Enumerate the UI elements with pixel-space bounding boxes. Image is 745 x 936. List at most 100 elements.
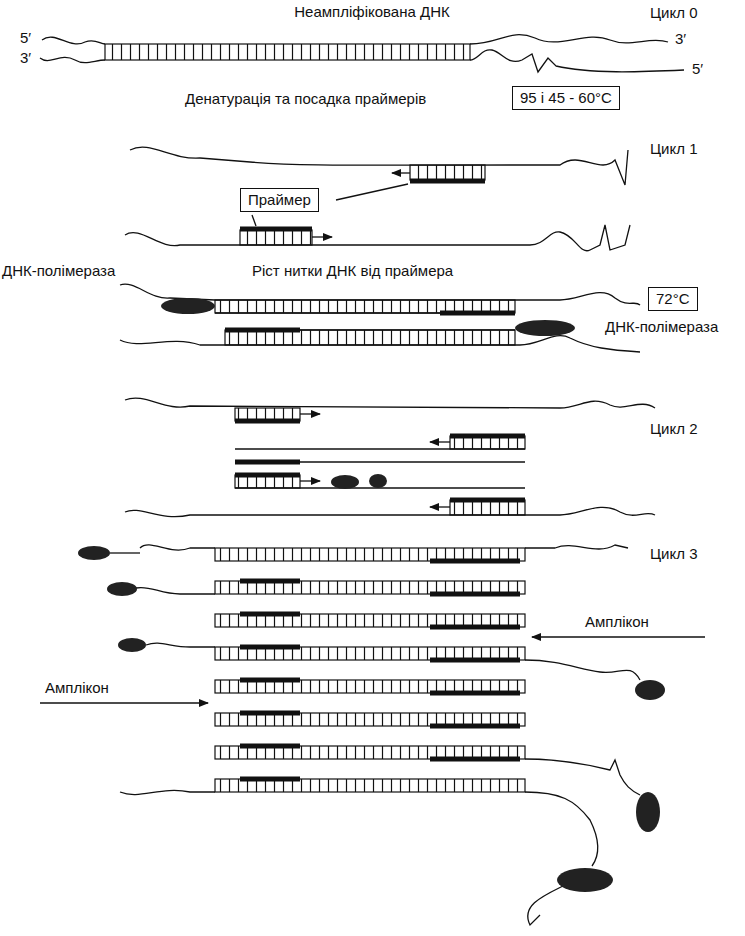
polymerase-blob <box>635 680 665 700</box>
dna-strand <box>528 885 565 925</box>
dna-duplex <box>235 408 300 421</box>
strand-end: 3′ <box>675 30 686 48</box>
dna-strand <box>125 398 655 408</box>
primer-bar <box>430 625 520 630</box>
dna-strand <box>130 147 628 185</box>
leader-line <box>252 215 256 226</box>
dna-duplex <box>215 548 525 561</box>
dna-duplex <box>215 746 525 759</box>
extension-arrow <box>430 506 450 507</box>
polymerase-blob <box>118 638 146 652</box>
text: Цикл 0 <box>650 4 697 21</box>
polymerase-blob <box>161 298 215 314</box>
dna-duplex <box>450 500 525 515</box>
dna-strand <box>470 50 684 72</box>
enzyme-label: ДНК-полімераза <box>605 318 718 336</box>
primer-box: Праймер <box>240 188 319 212</box>
polymerase-blob <box>107 582 137 596</box>
enzyme-label: ДНК-полімераза <box>2 262 115 280</box>
primer-bar <box>430 691 520 696</box>
dna-duplex <box>235 475 300 488</box>
dna-strand <box>525 792 598 866</box>
primer-bar <box>240 744 300 749</box>
dna-duplex <box>215 779 525 792</box>
text: Неампліфікована ДНК <box>294 3 449 20</box>
dna-strand <box>110 552 140 553</box>
strand-end: 3′ <box>20 49 31 67</box>
extension-arrow <box>392 172 410 173</box>
primer-bar <box>410 179 485 184</box>
text: Амплікон <box>45 679 109 696</box>
text: Амплікон <box>585 613 649 630</box>
dna-duplex <box>215 300 515 313</box>
dna-duplex <box>225 330 515 345</box>
text: 5′ <box>20 29 31 46</box>
primer-bar <box>430 658 520 663</box>
extension-arrow <box>430 441 450 442</box>
primer-bar <box>450 498 525 503</box>
primer-bar <box>240 678 300 683</box>
primer-bar <box>430 724 520 729</box>
dna-duplex <box>215 680 525 693</box>
polymerase-blob <box>331 475 359 489</box>
strand-end: 5′ <box>692 60 703 78</box>
polymerase-blob <box>78 546 110 560</box>
polymerase-blob <box>557 868 613 892</box>
extension-arrow <box>300 480 320 481</box>
dna-strand <box>42 37 105 44</box>
primer-bar <box>240 612 300 617</box>
dna-strand <box>140 545 215 550</box>
polymerase-blob <box>636 792 660 832</box>
amplicon-label: Амплікон <box>585 613 649 631</box>
text: Праймер <box>248 191 311 208</box>
extension-arrow <box>300 413 320 414</box>
dna-strand <box>525 759 640 795</box>
primer-bar <box>430 592 520 597</box>
dna-duplex <box>215 713 525 726</box>
extension-arrow <box>312 236 332 237</box>
dna-duplex <box>410 165 485 180</box>
dna-strand <box>125 507 655 516</box>
cycle-label: Цикл 1 <box>650 140 697 158</box>
text: Цикл 1 <box>650 140 697 157</box>
text: 3′ <box>675 30 686 47</box>
dna-strand <box>470 35 668 44</box>
temperature-box: 95 і 45 - 60°C <box>512 86 620 110</box>
cycle-label: Цикл 3 <box>650 545 697 563</box>
amplicon-arrow <box>40 637 705 703</box>
amplicon-arrow <box>40 702 208 703</box>
text: 95 і 45 - 60°C <box>520 89 612 106</box>
dna-strand <box>525 660 640 680</box>
polymerase-blob <box>78 298 665 892</box>
text: ДНК-полімераза <box>2 262 115 279</box>
text: Ріст нитки ДНК від праймера <box>252 262 453 279</box>
strand-end: 5′ <box>20 29 31 47</box>
primer-bar <box>240 711 300 716</box>
dna-duplex <box>215 647 525 660</box>
polymerase-blob <box>515 320 575 336</box>
primer-bar <box>440 311 515 316</box>
temperature-box: 72°C <box>648 287 698 311</box>
amplicon-arrow <box>532 636 705 637</box>
primer-bar <box>430 757 520 762</box>
dna-duplex <box>450 436 525 449</box>
step-label: Ріст нитки ДНК від праймера <box>252 262 453 280</box>
dna-duplex <box>240 230 312 245</box>
polymerase-blob <box>369 474 387 488</box>
primer-bar <box>235 419 300 424</box>
dna-strand <box>525 545 628 549</box>
primer-bar <box>240 227 312 232</box>
step-label: Денатурація та посадка праймерів <box>185 90 426 108</box>
dna-strand <box>136 587 215 594</box>
primer-bar <box>240 777 300 782</box>
amplicon-label: Амплікон <box>45 679 109 697</box>
dna-strand <box>146 643 215 647</box>
primer-bar <box>235 460 300 465</box>
primer-bar <box>225 181 525 779</box>
dna-strand <box>125 225 630 251</box>
text: 5′ <box>692 60 703 77</box>
dna-strand <box>120 790 215 794</box>
text: Цикл 3 <box>650 545 697 562</box>
